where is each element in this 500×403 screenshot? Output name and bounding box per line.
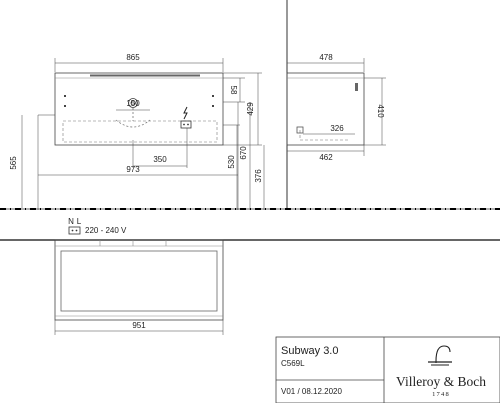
cabinet-side xyxy=(286,72,365,146)
dim-565: 565 xyxy=(9,156,18,170)
dim-429: 429 xyxy=(246,102,255,116)
title-block-text: Subway 3.0 C569L V01 / 08.12.2020 xyxy=(281,345,342,396)
label-n: N xyxy=(68,217,74,226)
drain-circle xyxy=(128,98,138,108)
dim-530: 530 xyxy=(227,155,236,169)
front-dimensions: 865 150 350 973 58 429 565 670 530 376 xyxy=(9,53,263,183)
socket-plan xyxy=(68,226,81,235)
brand-year: 1748 xyxy=(432,391,450,398)
inner-dashed-box xyxy=(62,120,218,143)
lightning-icon xyxy=(183,106,188,120)
cabinet-plan xyxy=(54,239,224,321)
front-view xyxy=(21,58,265,210)
plan-labels: N L 220 - 240 V 951 xyxy=(68,217,146,330)
drawer-handle-front xyxy=(90,74,200,77)
plan-view xyxy=(0,226,500,335)
brand-logo: Villeroy & Boch 1748 xyxy=(396,345,486,398)
dim-326: 326 xyxy=(330,124,344,133)
power-socket xyxy=(180,120,192,129)
dim-973: 973 xyxy=(126,165,140,174)
cabinet-front xyxy=(54,72,224,146)
brand-name: Villeroy & Boch xyxy=(396,374,486,389)
dim-951: 951 xyxy=(132,321,146,330)
dim-350: 350 xyxy=(153,155,167,164)
side-view xyxy=(286,0,386,210)
dim-670: 670 xyxy=(239,146,248,160)
label-l: L xyxy=(77,217,82,226)
dim-150: 150 xyxy=(126,99,140,108)
product-code: C569L xyxy=(281,359,305,368)
side-dimensions: 478 410 326 462 xyxy=(319,53,385,162)
dim-462: 462 xyxy=(319,153,333,162)
product-name: Subway 3.0 xyxy=(281,345,338,357)
dim-478: 478 xyxy=(319,53,333,62)
version-date: V01 / 08.12.2020 xyxy=(281,387,342,396)
side-trap xyxy=(299,130,350,141)
dim-410: 410 xyxy=(376,104,385,118)
label-voltage: 220 - 240 V xyxy=(85,226,127,235)
dim-865: 865 xyxy=(126,53,140,62)
dim-376: 376 xyxy=(254,169,263,183)
drawer-plan xyxy=(60,250,218,312)
fountain-icon xyxy=(428,345,452,366)
dim-58: 58 xyxy=(229,86,238,95)
title-block xyxy=(275,336,500,403)
